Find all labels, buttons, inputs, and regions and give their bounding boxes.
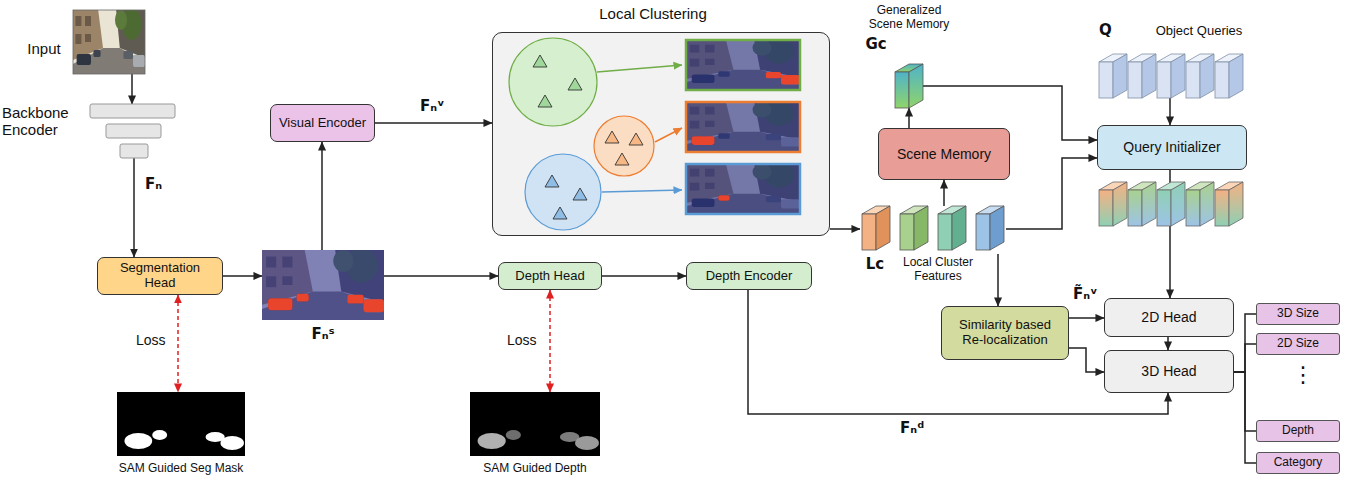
node-text: 2D Head: [1141, 309, 1196, 325]
node-text: SAM Guided Seg Mask: [107, 462, 255, 476]
math-symbol: Fₙˢ: [262, 326, 384, 343]
flow-arrow: [997, 254, 999, 306]
visual-encoder: Visual Encoder: [270, 104, 375, 142]
node-text: 3D Head: [1141, 363, 1196, 379]
segmentation-feature-image: Fₙˢ: [262, 250, 384, 320]
segmentation-head: Segmentation Head: [97, 257, 223, 295]
flow-arrow: [384, 275, 498, 277]
math-symbol: Fₙᵛ: [418, 98, 447, 115]
output-box: 3D Size: [1256, 303, 1340, 325]
flow-arrow: [1006, 158, 1097, 229]
flow-arrow: [1167, 337, 1169, 350]
node-text: Query Initializer: [1123, 139, 1220, 155]
node-text: 2D Size: [1277, 337, 1319, 351]
flow-arrow: [1234, 314, 1256, 372]
flow-arrow: [1234, 344, 1256, 372]
head-3d: 3D Head: [1104, 350, 1234, 393]
node-text: Visual Encoder: [279, 116, 366, 131]
node-text: Local Clustering: [553, 5, 753, 22]
flow-arrow: [1234, 372, 1256, 463]
edge-label: Loss: [505, 332, 539, 348]
flow-arrow: [830, 228, 860, 230]
flow-arrow: [133, 158, 135, 257]
scene-memory: Scene Memory: [878, 128, 1010, 180]
ellipsis-mark: ⋮: [1290, 362, 1316, 387]
flow-arrow: [131, 74, 133, 104]
math-symbol: Fₙᵈ: [898, 420, 926, 437]
loss-connector: [177, 295, 179, 392]
flow-arrow: [943, 180, 945, 206]
sam-depth-image: SAM Guided Depth: [470, 392, 600, 456]
output-box: Depth: [1256, 420, 1340, 442]
math-symbol: F̃ₙᵛ: [1071, 286, 1100, 303]
node-text: Backbone Encoder: [2, 104, 84, 139]
flow-arrow: [602, 275, 686, 277]
math-symbol: Q: [1099, 22, 1123, 39]
node-text: Depth: [1282, 424, 1314, 438]
flow-arrow: [908, 108, 910, 128]
scene-memory-vector: Generalized Scene MemoryGc: [895, 64, 923, 108]
head-2d: 2D Head: [1104, 298, 1234, 337]
backbone-encoder: Backbone Encoder: [90, 104, 175, 158]
node-text: Local Cluster Features: [890, 256, 986, 284]
query-initializer: Query Initializer: [1097, 125, 1247, 170]
node-text: 3D Size: [1277, 307, 1319, 321]
local-clustering-panel: Local Clustering: [492, 32, 830, 236]
local-cluster-features: LcLocal Cluster Features: [860, 206, 1006, 254]
object-queries: Object QueriesQ: [1099, 54, 1243, 98]
math-symbol: Gc: [863, 36, 889, 53]
flow-arrow: [375, 122, 492, 124]
node-text: Object Queries: [1139, 24, 1259, 39]
output-box: 2D Size: [1256, 333, 1340, 355]
math-symbol: Lc: [862, 256, 888, 273]
similarity-relocalization: Similarity based Re-localization: [941, 306, 1069, 360]
output-box: Category: [1256, 452, 1340, 474]
edge-label: Loss: [134, 332, 168, 348]
node-text: Segmentation Head: [104, 261, 216, 291]
node-text: Input: [21, 40, 67, 57]
flow-arrow: [1069, 348, 1104, 372]
depth-encoder: Depth Encoder: [686, 262, 812, 290]
input-image: Input: [73, 10, 145, 74]
flow-arrow: [1169, 98, 1171, 125]
depth-head: Depth Head: [498, 262, 602, 290]
math-symbol: Fₙ: [143, 176, 164, 193]
flow-arrow: [321, 142, 323, 250]
sam-seg-mask-image: SAM Guided Seg Mask: [117, 392, 245, 456]
node-text: SAM Guided Depth: [460, 462, 610, 476]
flow-arrow: [223, 275, 262, 277]
node-text: Similarity based Re-localization: [948, 318, 1062, 348]
loss-connector: [549, 290, 551, 392]
flow-arrow: [1069, 317, 1104, 319]
node-text: Depth Encoder: [706, 269, 793, 284]
node-text: Scene Memory: [897, 146, 991, 162]
node-text: Category: [1274, 456, 1323, 470]
node-text: Generalized Scene Memory: [867, 4, 951, 32]
node-text: Depth Head: [515, 269, 584, 284]
